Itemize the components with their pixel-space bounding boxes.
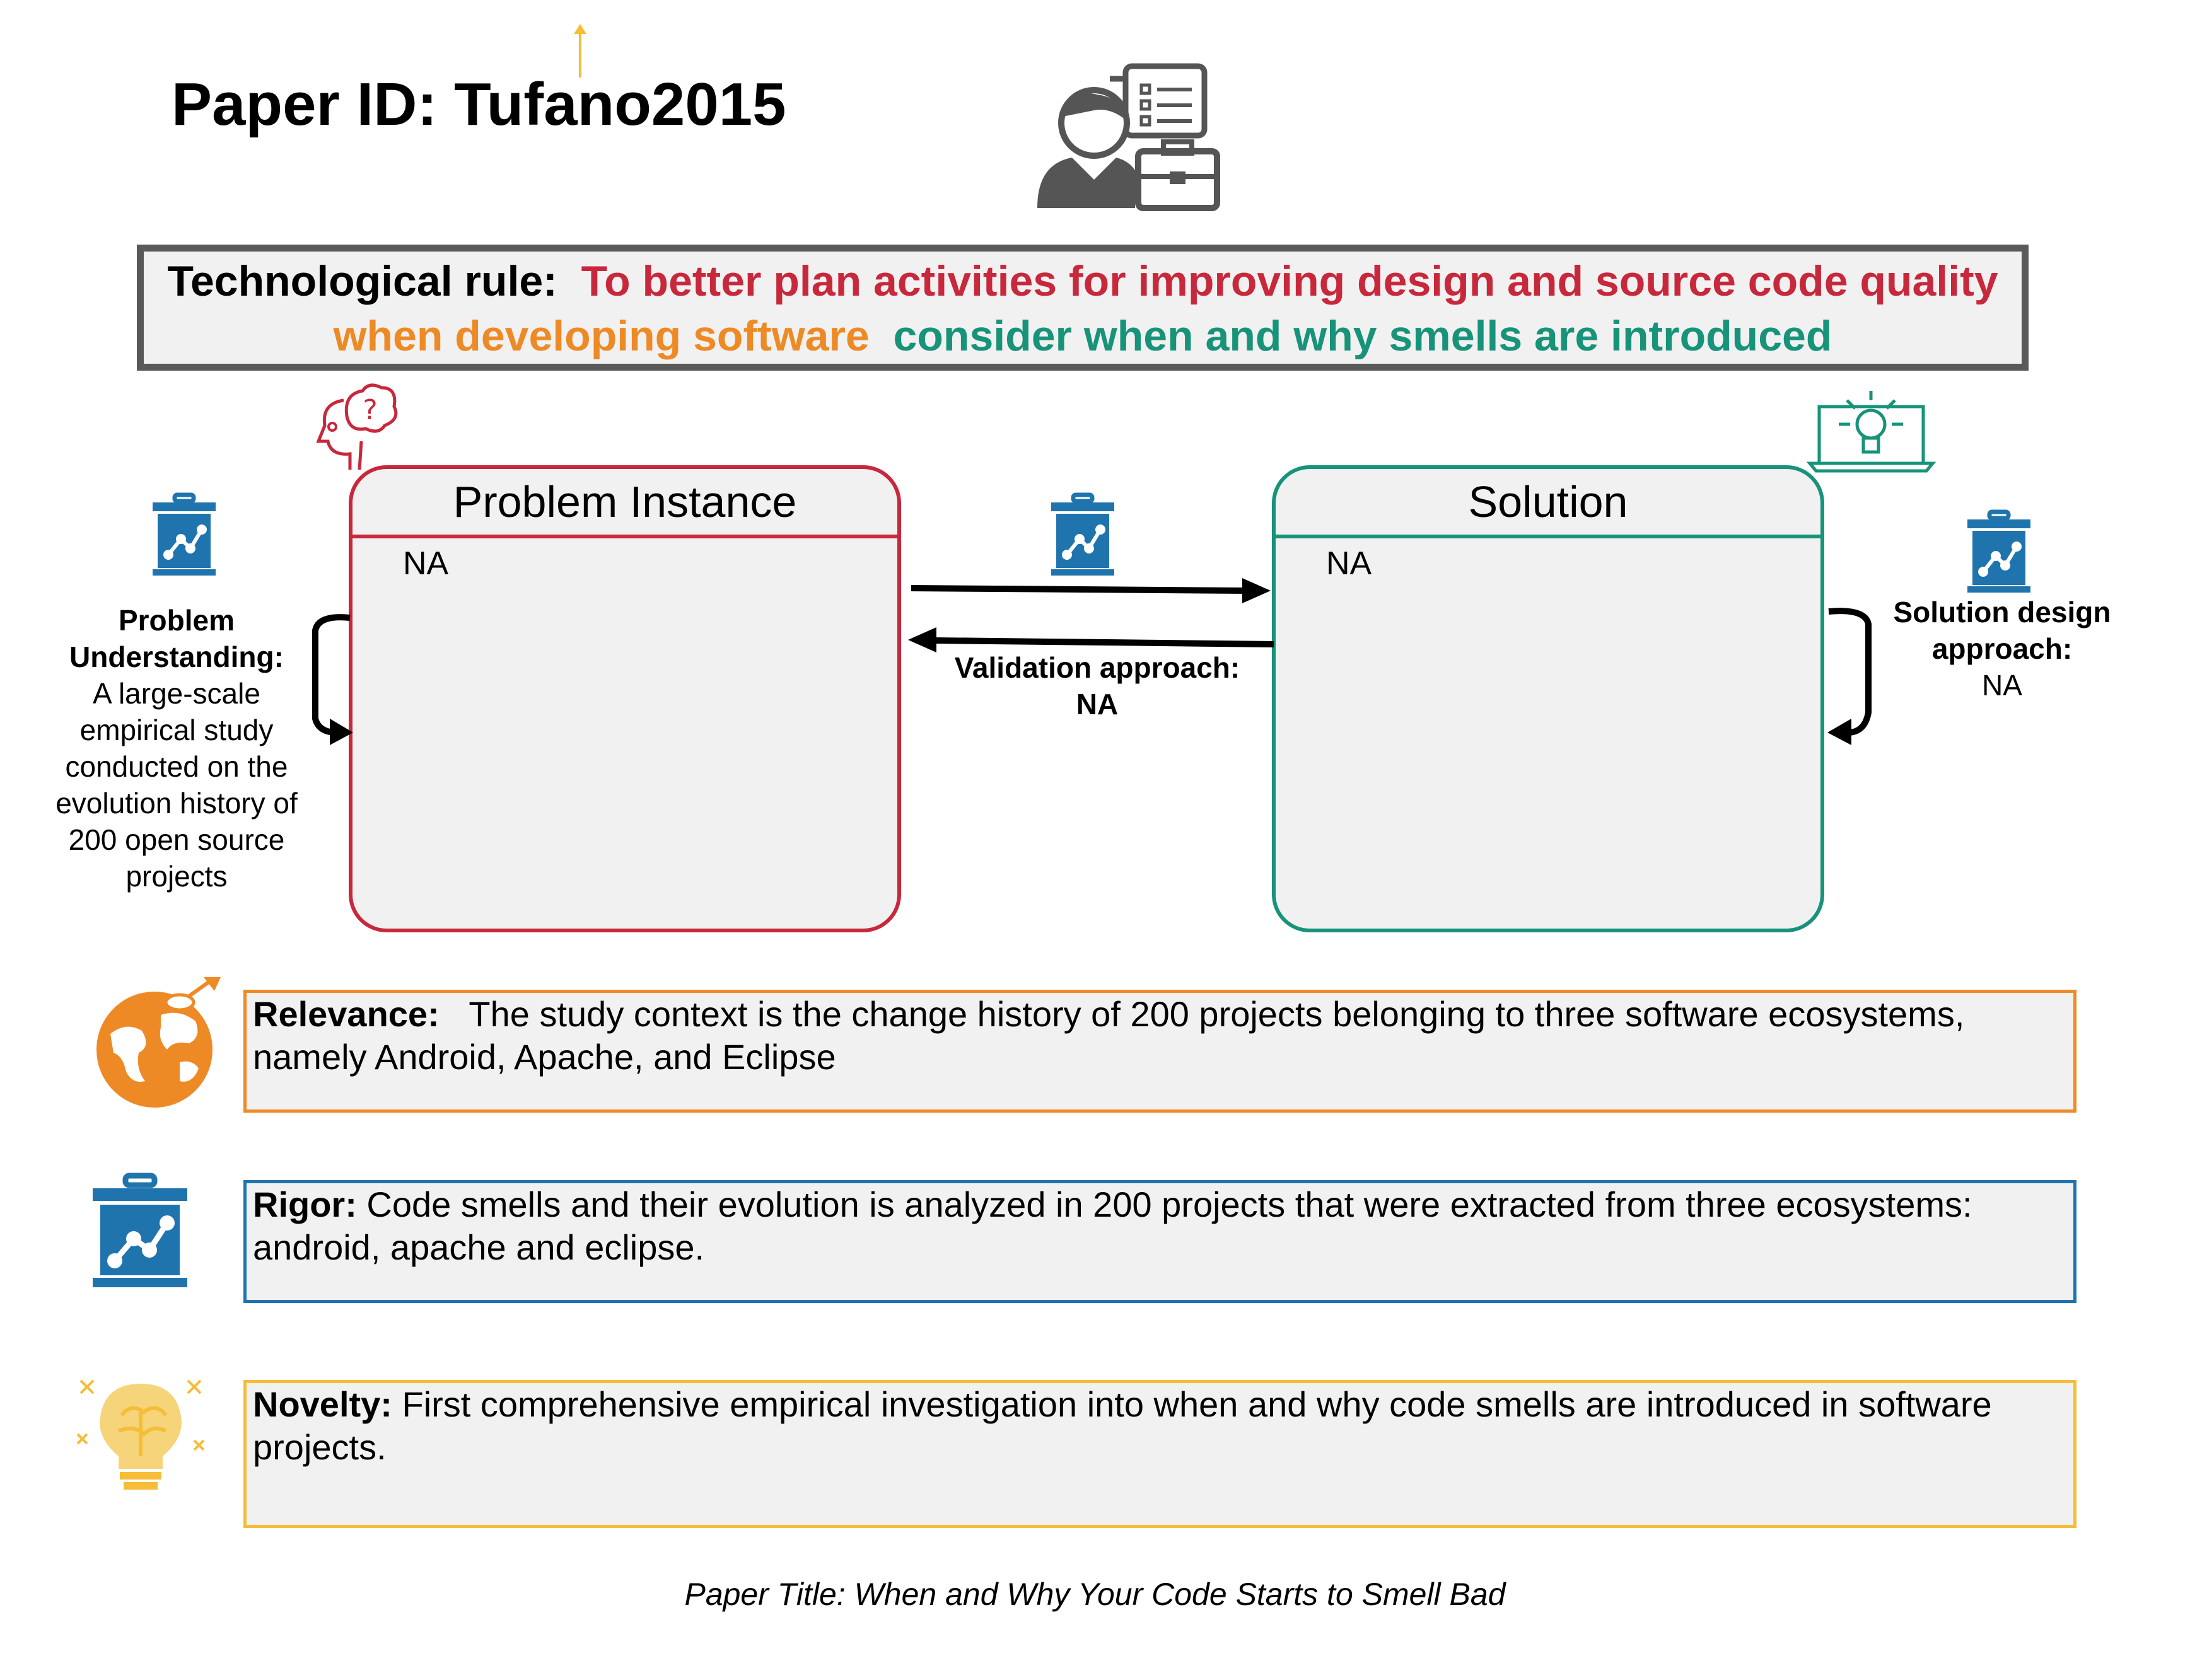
problem-understanding-text: A large-scale empirical study conducted … — [55, 677, 298, 893]
researcher-icon — [1037, 63, 1220, 211]
solution-design-label: Solution design approach: — [1893, 596, 2111, 665]
lab-icon — [1051, 492, 1114, 576]
laptop-lightbulb-icon — [1806, 391, 1937, 473]
rigor-text: Code smells and their evolution is analy… — [253, 1185, 1972, 1267]
paper-id-title: Paper ID: Tufano2015 — [172, 71, 786, 138]
problem-instance-title: Problem Instance — [352, 469, 897, 538]
arrow-problem-to-solution — [908, 578, 1274, 652]
validation-approach-value: NA — [1076, 688, 1119, 721]
rule-part-orange: when developing software — [333, 312, 870, 360]
solution-box: Solution NA — [1272, 465, 1824, 932]
lab-icon — [153, 492, 216, 576]
rigor-label: Rigor: — [253, 1185, 357, 1224]
relevance-box: Relevance: The study context is the chan… — [243, 990, 2076, 1113]
solution-title: Solution — [1276, 469, 1820, 538]
solution-value: NA — [1326, 545, 1372, 582]
svg-text:?: ? — [363, 394, 377, 426]
validation-approach-label: Validation approach: — [954, 651, 1240, 684]
arrow-up-icon — [574, 24, 586, 78]
problem-understanding: Problem Understanding: A large-scale emp… — [38, 602, 315, 895]
curved-arrow-right — [1827, 608, 1872, 745]
novelty-text: First comprehensive empirical investigat… — [253, 1384, 1992, 1467]
novelty-box: Novelty: First comprehensive empirical i… — [243, 1380, 2076, 1528]
rule-part-green: consider when and why smells are introdu… — [893, 312, 1832, 360]
rigor-box: Rigor: Code smells and their evolution i… — [243, 1180, 2076, 1303]
lab-icon — [93, 1173, 187, 1287]
rule-label: Technological rule: — [167, 257, 557, 305]
problem-understanding-label: Problem Understanding: — [69, 604, 284, 673]
solution-design-value: NA — [1982, 669, 2022, 702]
paper-title: Paper Title: When and Why Your Code Star… — [684, 1577, 1506, 1612]
lab-icon — [1967, 509, 2030, 593]
thinking-head-icon: ? — [316, 383, 398, 470]
validation-approach: Validation approach: NA — [933, 649, 1261, 722]
problem-instance-box: Problem Instance NA — [349, 465, 901, 932]
technological-rule-box: Technological rule: To better plan activ… — [137, 245, 2029, 371]
relevance-text: The study context is the change history … — [253, 994, 1965, 1077]
novelty-label: Novelty: — [253, 1384, 392, 1424]
problem-instance-value: NA — [403, 545, 449, 582]
globe-icon — [96, 977, 221, 1108]
solution-design-approach: Solution design approach: NA — [1876, 594, 2128, 704]
rule-part-red: To better plan activities for improving … — [581, 257, 1998, 305]
brain-lightbulb-icon — [76, 1379, 205, 1490]
relevance-label: Relevance: — [253, 994, 440, 1034]
curved-arrow-left — [312, 614, 353, 745]
